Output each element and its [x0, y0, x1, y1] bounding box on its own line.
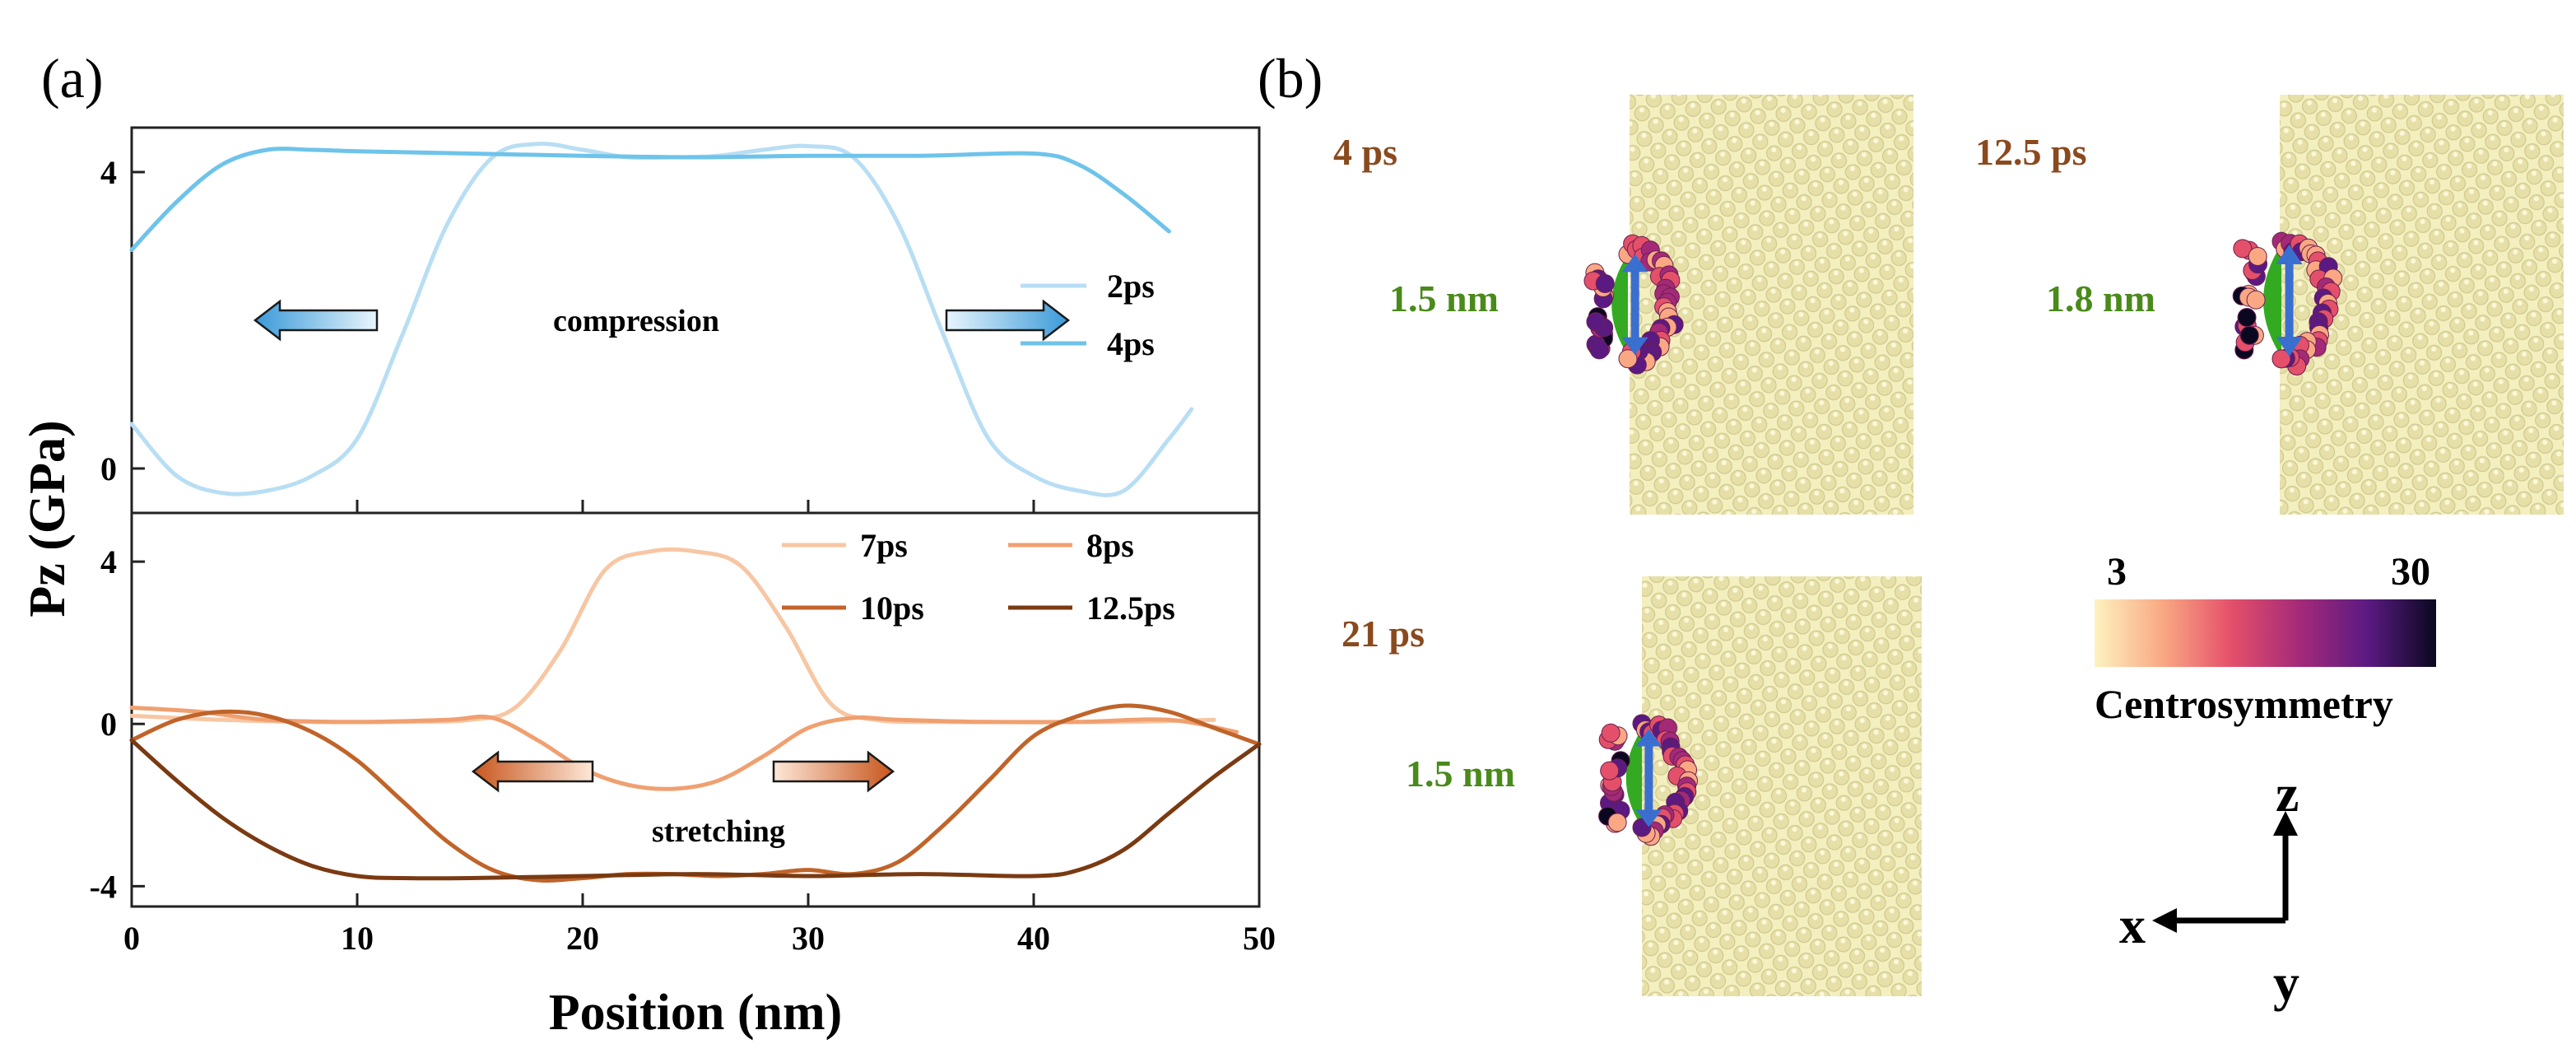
snapshot-width-label: 1.5 nm [1406, 753, 1515, 795]
y-axis-label: Pz (GPa) [20, 420, 76, 617]
atom [2237, 308, 2257, 328]
snapshot-21ps: 21 ps 1.5 nm [1341, 576, 1922, 996]
atom [2239, 325, 2259, 345]
x-tick-label: 30 [792, 920, 825, 957]
atom [1589, 340, 1609, 360]
snapshot-4ps: 4 ps 1.5 nm [1333, 95, 1913, 515]
void-interior [1611, 254, 1628, 356]
x-tick-label: 0 [123, 920, 140, 957]
compress-arrow-left [253, 299, 379, 342]
y-tick-label: -4 [90, 868, 117, 905]
axis-y-label: y [2273, 953, 2299, 1012]
atom [2248, 246, 2267, 266]
void-interior [1625, 729, 1642, 827]
width-arrow-head [1635, 729, 1662, 747]
colorbar-max-label: 30 [2391, 550, 2430, 594]
legend-label: 12.5ps [1086, 590, 1175, 627]
x-axis-label: Position (nm) [549, 985, 843, 1041]
void-cluster [2232, 231, 2343, 376]
legend-label: 7ps [860, 527, 908, 564]
panel-b-label: (b) [1258, 47, 1323, 110]
y-tick-label: 0 [100, 706, 117, 743]
void-interior [2263, 245, 2281, 357]
series-line-7ps [129, 547, 1216, 725]
bottom-annotation: stretching [652, 814, 785, 849]
atom [1600, 761, 1620, 781]
width-arrow-head [1621, 254, 1648, 273]
atom [1601, 723, 1620, 743]
legend-label: 10ps [860, 590, 924, 627]
snapshot-time-label: 4 ps [1333, 131, 1397, 173]
x-tick-label: 50 [1243, 920, 1276, 957]
axis-x-label: x [2119, 896, 2146, 954]
top-series-group [129, 142, 1194, 497]
atom [2246, 290, 2266, 310]
legend-label: 4ps [1107, 325, 1155, 362]
snapshot-time-label: 12.5 ps [1975, 131, 2086, 173]
x-tick-label: 40 [1017, 920, 1050, 957]
series-line-10ps [129, 703, 1262, 883]
colorbar-min-label: 3 [2107, 550, 2127, 594]
bottom-legend: 7ps 8ps 10ps 12.5ps [782, 527, 1175, 627]
series-line-12-5ps [129, 738, 1262, 881]
width-arrow-head [1635, 809, 1662, 827]
top-ticks-group: 04 [100, 154, 1261, 513]
snapshot-width-label: 1.5 nm [1389, 277, 1499, 319]
compress-arrow-right [945, 299, 1071, 342]
top-legend: 2ps 4ps [1021, 268, 1155, 362]
snapshot-12-5ps: 12.5 ps 1.8 nm [1975, 95, 2564, 515]
snapshot-width-label: 1.8 nm [2046, 277, 2155, 319]
stretch-arrow-left [471, 750, 594, 793]
series-line-4ps [129, 147, 1171, 252]
x-tick-label: 10 [341, 920, 374, 957]
width-arrow-head [2276, 337, 2303, 357]
coordinate-axes: z x y [2119, 764, 2299, 1012]
y-tick-label: 0 [100, 450, 117, 487]
atom [2271, 349, 2291, 369]
x-tick-label: 20 [566, 920, 599, 957]
colorbar-title: Centrosymmetry [2095, 681, 2393, 727]
bottom-series-group [129, 547, 1262, 883]
atom [2233, 239, 2253, 259]
atom [1595, 273, 1615, 293]
stretch-arrow-right [772, 750, 895, 793]
top-annotation: compression [553, 304, 719, 338]
void-cluster [1598, 714, 1698, 846]
crystal-block [1630, 95, 1913, 515]
legend-label: 2ps [1107, 268, 1155, 305]
series-line-8ps [129, 706, 1239, 791]
y-tick-label: 4 [100, 543, 117, 580]
colorbar-gradient [2095, 599, 2436, 667]
panel-a-label: (a) [41, 47, 103, 110]
atom [1586, 312, 1606, 332]
colorbar: 3 30 Centrosymmetry [2095, 550, 2436, 727]
snapshot-time-label: 21 ps [1341, 613, 1425, 655]
width-arrow-head [2276, 245, 2303, 264]
atom [1607, 813, 1627, 832]
width-arrow-head [1621, 337, 1648, 356]
atom [1618, 349, 1638, 369]
axis-z-label: z [2276, 764, 2299, 823]
y-tick-label: 4 [100, 154, 117, 191]
void-cluster [1583, 234, 1684, 375]
legend-label: 8ps [1086, 527, 1134, 564]
